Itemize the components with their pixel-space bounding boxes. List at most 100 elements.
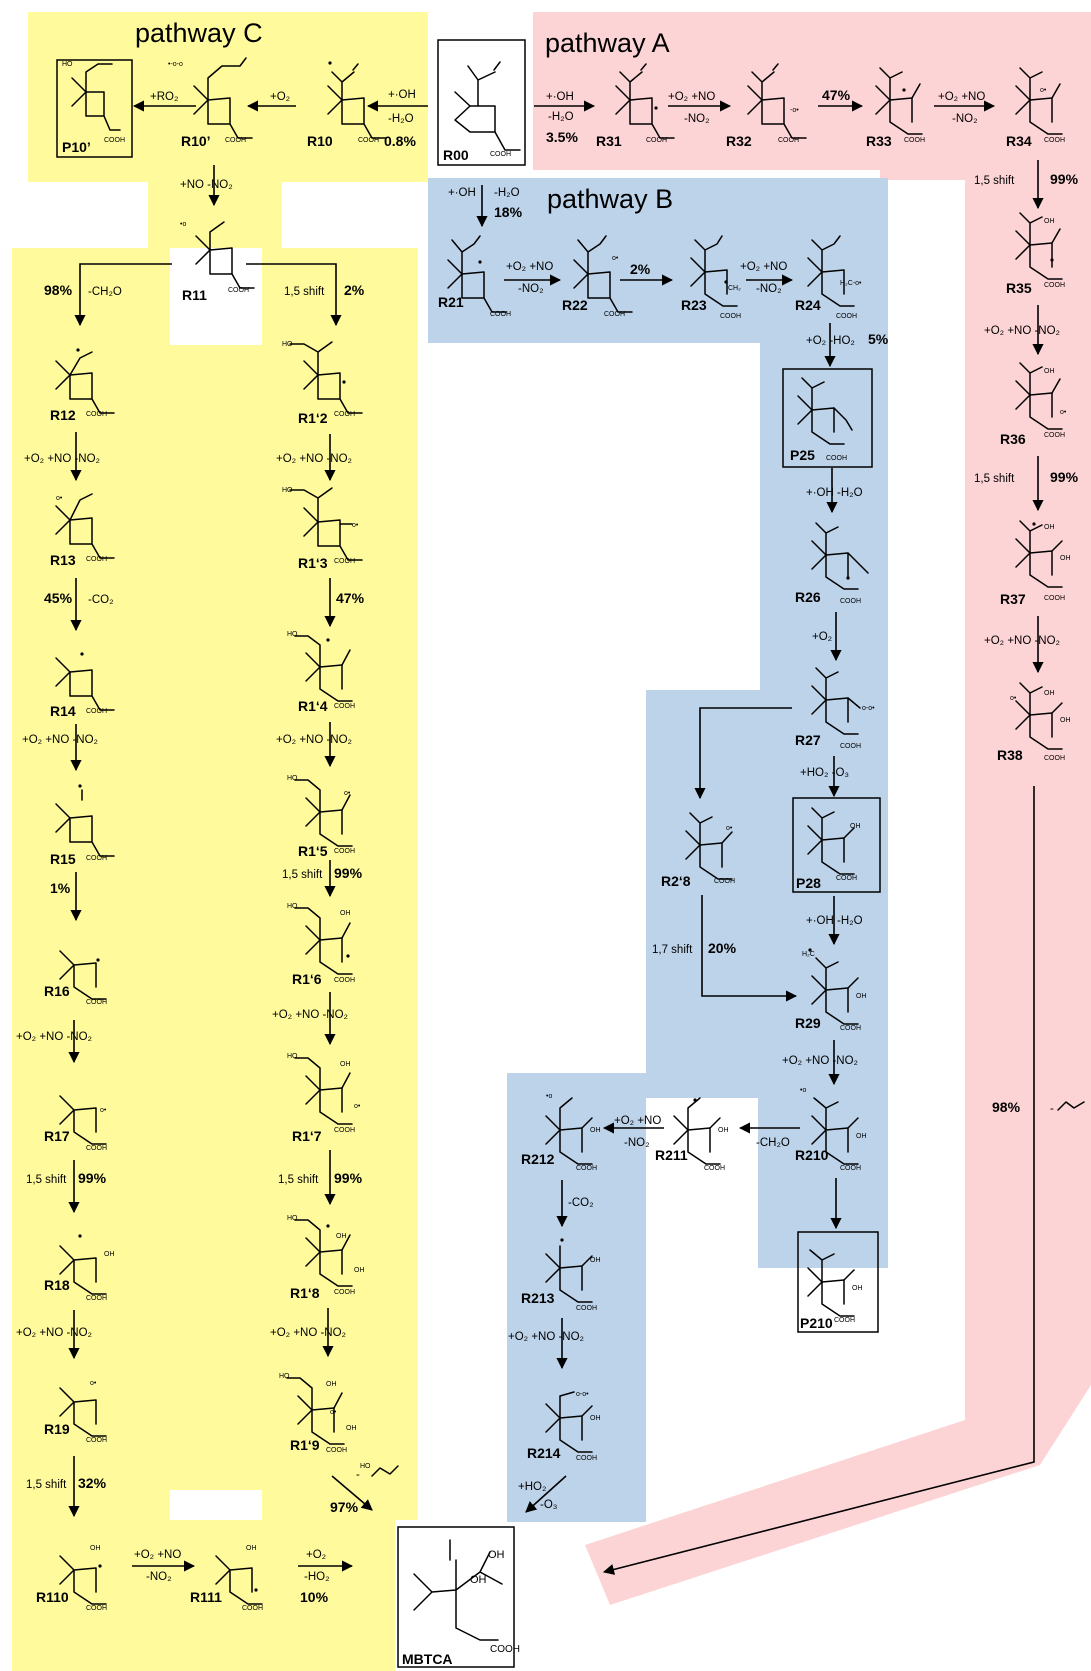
- svg-text:COOH: COOH: [86, 411, 107, 418]
- P25-label: P25: [790, 447, 815, 463]
- svg-text:COOH: COOH: [86, 1145, 107, 1152]
- species-R37: OH OH COOH R37: [1000, 520, 1071, 607]
- svg-text:COOH: COOH: [86, 556, 107, 563]
- species-R27: o-o• COOH R27: [795, 667, 875, 750]
- species-R18: OH COOH R18: [44, 1234, 115, 1302]
- svg-text:o•: o•: [352, 522, 359, 529]
- R1p5-label: R1‘5: [298, 843, 328, 859]
- species-R14: COOH R14: [50, 652, 115, 719]
- svg-text:99%: 99%: [78, 1170, 107, 1186]
- MBTCA-label: MBTCA: [402, 1651, 453, 1667]
- R11-radical: •o: [180, 221, 186, 228]
- svg-text:COOH: COOH: [1044, 755, 1065, 762]
- svg-text:OH: OH: [1044, 368, 1055, 375]
- svg-text:-CO₂: -CO₂: [568, 1197, 594, 1209]
- svg-text:COOH: COOH: [86, 1295, 107, 1302]
- svg-text:+HO₂: +HO₂: [518, 1481, 546, 1493]
- svg-text:+O₂ +NO: +O₂ +NO: [668, 91, 715, 103]
- R213-label: R213: [521, 1290, 555, 1306]
- species-MBTCA: OH OH COOH MBTCA: [397, 1526, 520, 1668]
- species-R210: •o OH COOH R210: [795, 1087, 867, 1172]
- svg-text:COOH: COOH: [334, 977, 355, 984]
- svg-text:o•: o•: [330, 1409, 337, 1416]
- R2p8-label: R2‘8: [661, 873, 691, 889]
- svg-text:COOH: COOH: [778, 137, 799, 144]
- svg-text:HO: HO: [287, 1053, 298, 1060]
- svg-text:2%: 2%: [344, 282, 365, 298]
- species-R1p8: OH OH HO COOH R1‘8: [287, 1215, 365, 1301]
- species-P28: OH COOH P28: [792, 797, 881, 893]
- species-P10-prime: HO COOH P10’: [56, 59, 133, 158]
- R34-label: R34: [1006, 133, 1032, 149]
- svg-text:OH: OH: [718, 1127, 729, 1134]
- R19-label: R19: [44, 1421, 70, 1437]
- svg-text:+O₂ +NO: +O₂ +NO: [740, 261, 787, 273]
- species-R12: COOH R12: [50, 348, 115, 423]
- svg-text:OH: OH: [104, 1251, 115, 1258]
- species-R10: COOH R10: [307, 61, 387, 149]
- svg-text:OH: OH: [852, 1285, 863, 1292]
- R13-label: R13: [50, 552, 76, 568]
- svg-text:+O₂ +NO: +O₂ +NO: [614, 1115, 661, 1127]
- svg-text:OH: OH: [1044, 524, 1055, 531]
- svg-text:COOH: COOH: [840, 1165, 861, 1172]
- R110-label: R110: [36, 1589, 69, 1605]
- svg-text:+O₂ +NO -NO₂: +O₂ +NO -NO₂: [984, 325, 1060, 337]
- svg-text:18%: 18%: [494, 204, 523, 220]
- svg-text:o•: o•: [726, 825, 733, 832]
- R14-label: R14: [50, 703, 76, 719]
- pathway-c-region: [12, 12, 428, 1671]
- species-R00: COOH R00: [437, 39, 526, 166]
- svg-text:o-o•: o-o•: [576, 1391, 589, 1398]
- R214-label: R214: [527, 1445, 561, 1461]
- R111-label: R111: [190, 1589, 222, 1605]
- arrow-R11-R1p2: [246, 263, 342, 327]
- species-R29: H₂C OH COOH R29: [795, 948, 867, 1032]
- arrow-R38-MBTCA: [602, 786, 1035, 1575]
- svg-text:COOH: COOH: [334, 1127, 355, 1134]
- svg-text:COOH: COOH: [1044, 432, 1065, 439]
- svg-text:OH: OH: [1044, 218, 1055, 225]
- lost-fragment-glycolaldehyde: - HO: [356, 1463, 399, 1481]
- P25-box: [782, 368, 873, 468]
- species-R32: -o• COOH R32: [726, 63, 807, 149]
- pathway-a-title: pathway A: [545, 28, 670, 58]
- svg-text:o•: o•: [90, 1380, 97, 1387]
- svg-text:1%: 1%: [50, 880, 71, 896]
- species-R2p8: o• COOH R2‘8: [661, 812, 735, 889]
- svg-text:1,5 shift: 1,5 shift: [974, 175, 1015, 187]
- svg-text:99%: 99%: [1050, 171, 1079, 187]
- svg-text:OH: OH: [1060, 717, 1071, 724]
- species-R11: •o COOH R11: [180, 221, 255, 303]
- pathway-c-bottom-band: [12, 1520, 395, 1671]
- svg-text:98%: 98%: [992, 1099, 1021, 1115]
- pathway-a-region: [533, 12, 1091, 1605]
- svg-text:+O₂ +NO -NO₂: +O₂ +NO -NO₂: [16, 1031, 92, 1043]
- species-R17: o• COOH R17: [44, 1095, 107, 1152]
- svg-text:COOH: COOH: [836, 875, 857, 882]
- species-P25: COOH P25: [782, 368, 873, 468]
- svg-text:+RO₂: +RO₂: [150, 91, 178, 103]
- svg-text:OH: OH: [246, 1545, 257, 1552]
- svg-text:1,5 shift: 1,5 shift: [284, 286, 325, 298]
- svg-text:1,5 shift: 1,5 shift: [974, 473, 1015, 485]
- svg-text:COOH: COOH: [86, 855, 107, 862]
- svg-text:3.5%: 3.5%: [546, 129, 578, 145]
- svg-text:COOH: COOH: [576, 1165, 597, 1172]
- pathway-b-background: [428, 178, 888, 1522]
- svg-text:COOH: COOH: [334, 703, 355, 710]
- svg-text:+O₂ +NO -NO₂: +O₂ +NO -NO₂: [270, 1327, 346, 1339]
- R31-label: R31: [596, 133, 622, 149]
- svg-text:-NO₂: -NO₂: [518, 283, 544, 295]
- svg-text:o•: o•: [100, 1107, 107, 1114]
- svg-text:-NO₂: -NO₂: [952, 113, 978, 125]
- svg-text:+O₂: +O₂: [812, 631, 832, 643]
- species-R212: •o OH COOH R212: [521, 1093, 601, 1172]
- species-R13: o• COOH R13: [50, 493, 115, 568]
- svg-text:-H₂O: -H₂O: [494, 187, 520, 199]
- svg-text:1,5 shift: 1,5 shift: [26, 1174, 67, 1186]
- R29-label: R29: [795, 1015, 821, 1031]
- svg-text:HO: HO: [282, 341, 293, 348]
- svg-text:+·OH: +·OH: [388, 89, 416, 101]
- R11-label: R11: [182, 287, 207, 303]
